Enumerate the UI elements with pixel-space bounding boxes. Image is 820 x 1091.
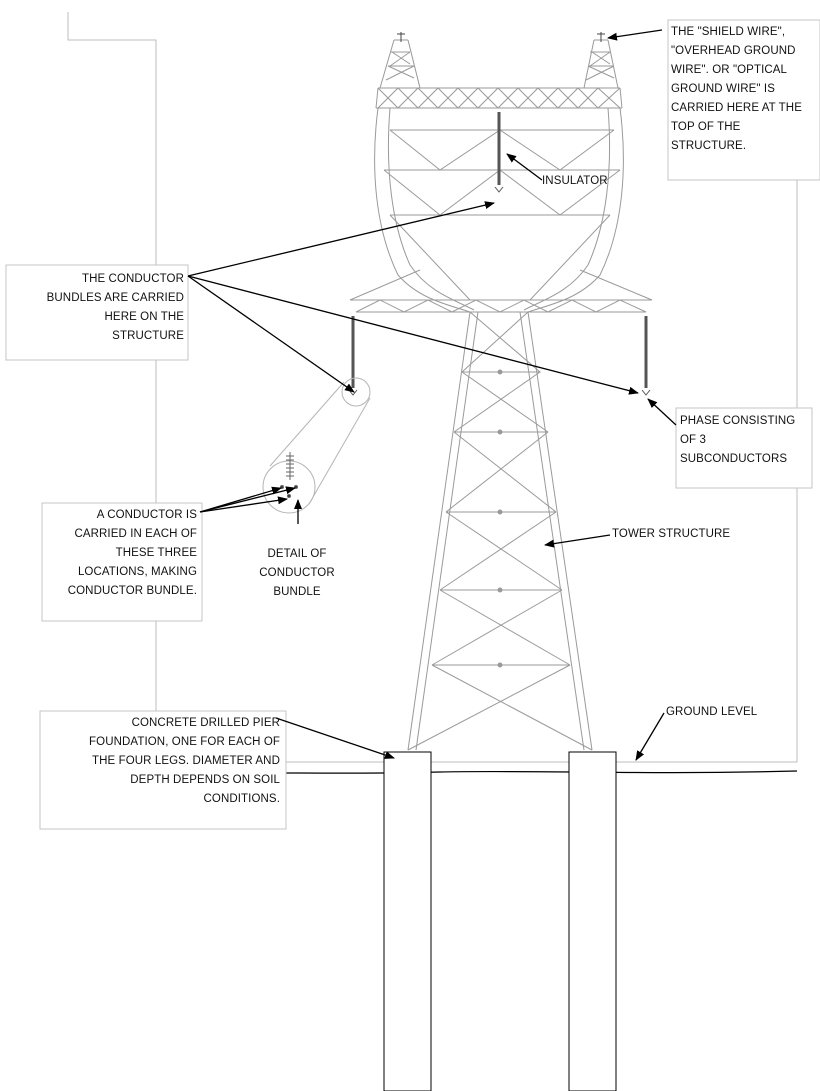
- label-detail: DETAIL OF CONDUCTOR BUNDLE: [259, 548, 335, 598]
- detail-callout: [262, 377, 371, 514]
- arrow-shield: [607, 29, 663, 41]
- arrow-phase: [647, 398, 677, 426]
- arrow-bundle-left: [187, 275, 355, 393]
- foundation-left: [383, 751, 432, 1091]
- label-panels: [5, 19, 820, 830]
- arrow-bundle-right: [187, 275, 639, 395]
- arrow-tower: [544, 534, 611, 548]
- label-ground-level: GROUND LEVEL: [666, 706, 758, 718]
- shield-wire-attachments: [397, 32, 605, 42]
- tower-body: [407, 311, 593, 751]
- foundations: [383, 751, 617, 1091]
- foundation-right: [568, 751, 617, 1091]
- label-phase: PHASE CONSISTING OF 3 SUBCONDUCTORS: [680, 415, 796, 465]
- left-peak: [379, 39, 421, 89]
- label-shield-wire: THE "SHIELD WIRE", "OVERHEAD GROUND WIRE…: [671, 26, 802, 152]
- lower-crossarm: [349, 269, 653, 313]
- arrow-conductor-2: [199, 486, 296, 513]
- label-insulator: INSULATOR: [542, 175, 608, 187]
- label-tower-structure: TOWER STRUCTURE: [612, 528, 731, 540]
- arrow-foundation: [275, 717, 395, 759]
- arrow-conductor-3: [199, 496, 288, 513]
- insulators: [351, 112, 648, 388]
- label-foundation: CONCRETE DRILLED PIER FOUNDATION, ONE FO…: [89, 717, 280, 805]
- right-peak: [583, 39, 619, 89]
- arrow-ground: [635, 712, 665, 761]
- tower-structure: [349, 39, 653, 751]
- arrow-insulator: [506, 153, 543, 181]
- label-conductor-carried: A CONDUCTOR IS CARRIED IN EACH OF THESE …: [67, 509, 197, 597]
- leader-arrows: [187, 29, 677, 761]
- top-crossarm: [375, 87, 623, 109]
- arrow-bundle-top: [187, 201, 495, 277]
- label-conductor-bundles: THE CONDUCTOR BUNDLES ARE CARRIED HERE O…: [46, 273, 184, 342]
